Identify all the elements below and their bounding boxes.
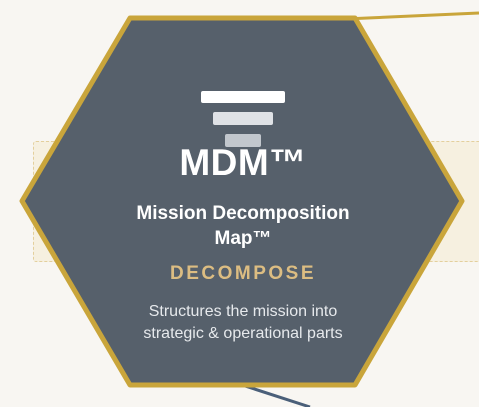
node-description-line1: Structures the mission into — [148, 303, 338, 320]
layered-bars-icon — [201, 91, 285, 147]
connector-line-bottom — [241, 383, 311, 407]
node-subtitle-line2: Map™ — [214, 228, 272, 249]
hexagon-text: MDM™ Mission Decomposition Map™ DECOMPOS… — [110, 0, 376, 407]
connector-line-top-right — [344, 11, 479, 21]
node-description-line2: strategic & operational parts — [143, 325, 343, 342]
hexagon-shape — [19, 15, 465, 388]
node-subtitle: Mission Decomposition Map™ — [110, 201, 376, 251]
node-tag: DECOMPOSE — [169, 263, 317, 284]
node-subtitle-line1: Mission Decomposition — [136, 203, 350, 224]
node-title: MDM™ — [179, 142, 307, 183]
node-description: Structures the mission into strategic & … — [110, 301, 376, 345]
